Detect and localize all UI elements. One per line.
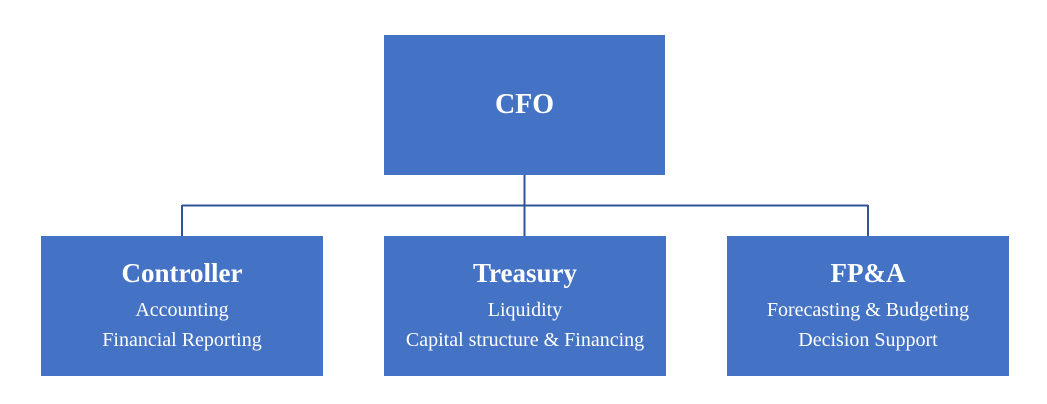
controller-line-accounting: Accounting [135, 299, 229, 321]
cfo-title: CFO [494, 89, 555, 120]
controller-line-financial-reporting: Financial Reporting [102, 329, 262, 351]
cfo-box: CFO [384, 35, 665, 175]
treasury-line-liquidity: Liquidity [487, 299, 563, 321]
treasury-box: Treasury Liquidity Capital structure & F… [384, 236, 666, 376]
controller-title: Controller [121, 258, 243, 288]
treasury-line-capital-structure: Capital structure & Financing [405, 329, 645, 351]
controller-box: Controller Accounting Financial Reportin… [41, 236, 323, 376]
fpa-line-decision-support: Decision Support [798, 329, 938, 351]
fpa-line-forecasting: Forecasting & Budgeting [766, 299, 970, 321]
treasury-title: Treasury [473, 258, 577, 288]
fpa-title: FP&A [830, 258, 906, 288]
fpa-box: FP&A Forecasting & Budgeting Decision Su… [727, 236, 1009, 376]
